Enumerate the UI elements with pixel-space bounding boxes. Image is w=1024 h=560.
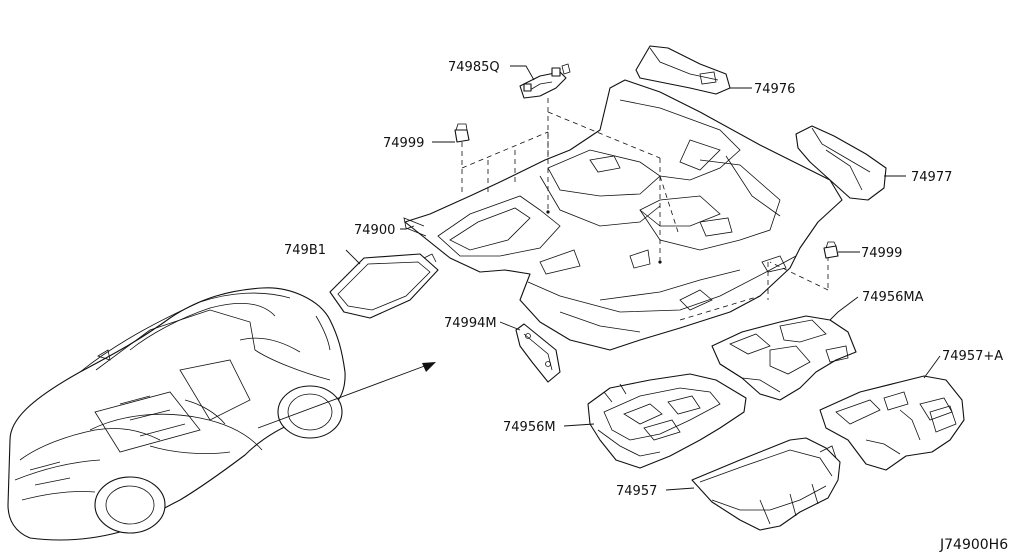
clip-74999-right	[823, 241, 839, 259]
reference-arrow	[257, 362, 436, 429]
trim-74977	[795, 125, 887, 201]
clip-74999-top	[454, 123, 470, 143]
bracket-74994M	[515, 323, 561, 383]
vehicle-illustration	[7, 287, 346, 541]
part-labels: 74985Q 74976 74999 74977 74900 749B1 749…	[284, 60, 1008, 553]
assembly-dashed-lines	[461, 98, 829, 321]
tray-74956M	[587, 373, 747, 469]
floor-carpet-74900	[403, 79, 843, 351]
label-74977: 74977	[911, 170, 952, 185]
tray-74957	[691, 437, 841, 531]
leader-lines	[345, 65, 941, 491]
label-74985Q: 74985Q	[448, 60, 500, 75]
label-74957: 74957	[616, 484, 657, 499]
label-74956MA: 74956MA	[862, 290, 924, 305]
label-74976: 74976	[754, 82, 795, 97]
mat-749B1	[329, 253, 439, 319]
label-749B1: 749B1	[284, 243, 326, 258]
label-74999-right: 74999	[861, 246, 902, 261]
trim-74976	[635, 45, 731, 95]
clip-74985Q	[519, 63, 571, 99]
label-74999-top: 74999	[383, 136, 424, 151]
tray-74957A	[819, 375, 965, 471]
label-74956M: 74956M	[503, 420, 556, 435]
label-74900: 74900	[354, 223, 395, 238]
tray-74956MA	[711, 315, 857, 401]
label-74957A: 74957+A	[942, 349, 1003, 364]
diagram-id-code: J74900H6	[939, 537, 1008, 553]
label-74994M: 74994M	[444, 316, 497, 331]
